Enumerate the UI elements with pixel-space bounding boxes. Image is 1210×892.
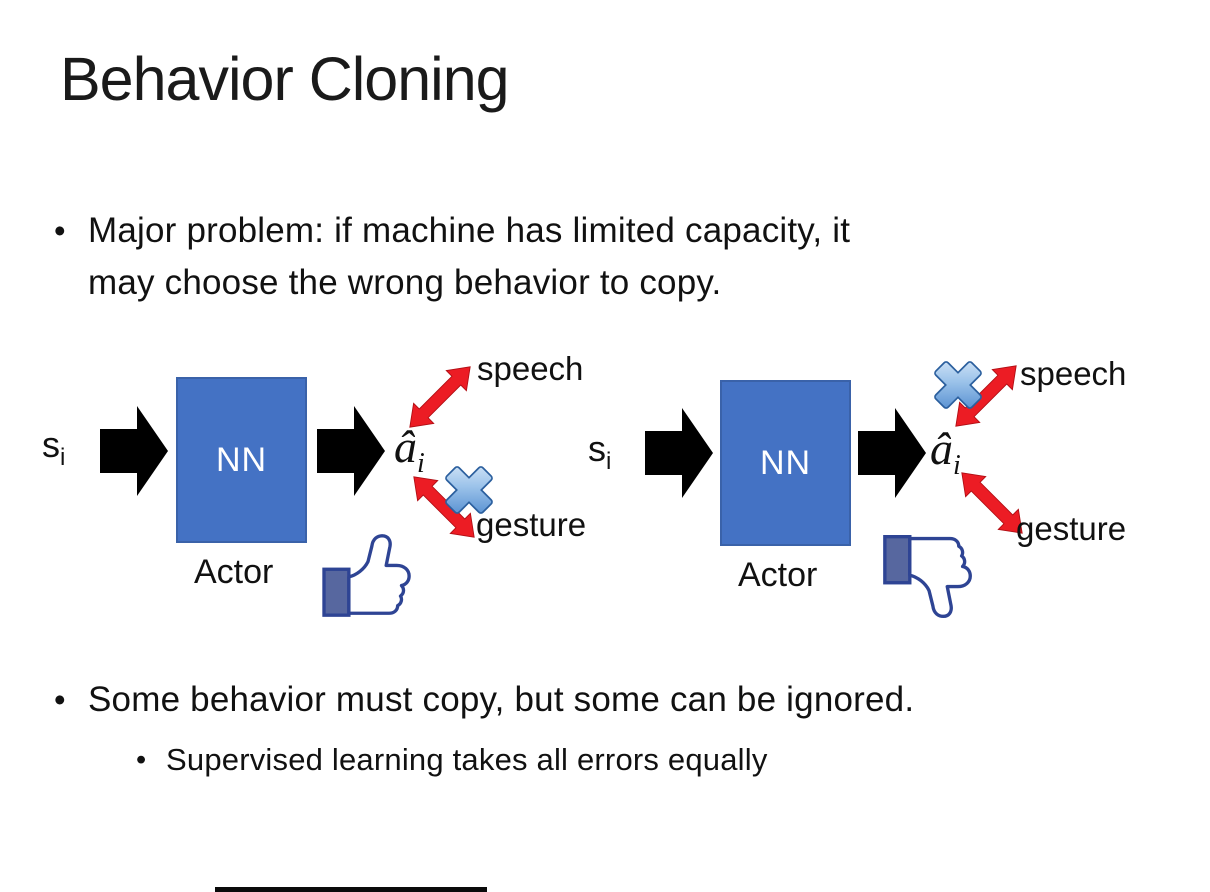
bullet-some-behavior-text: Some behavior must copy, but some can be…: [88, 680, 915, 719]
left-gesture-label: gesture: [476, 506, 587, 543]
right-input-s: s: [588, 428, 606, 469]
bullet-line-2: may choose the wrong behavior to copy.: [88, 263, 722, 302]
right-actor-label: Actor: [738, 556, 818, 594]
left-nn-label: NN: [215, 440, 268, 479]
left-input-sub: i: [60, 444, 66, 472]
left-output-arrow-icon: [317, 406, 385, 496]
right-nn-box: NN: [720, 380, 851, 546]
left-input-label: si: [42, 424, 65, 472]
right-output-a-hat: â: [930, 423, 953, 474]
right-speech-double-arrow-icon: [955, 365, 1017, 427]
right-output-label: âi: [930, 422, 961, 482]
right-cross-out-icon: [934, 361, 982, 409]
left-actor-label: Actor: [194, 553, 274, 591]
thumbs-up-icon: [322, 534, 411, 617]
left-gesture-double-arrow-icon: [413, 476, 475, 538]
page-title: Behavior Cloning: [60, 45, 510, 113]
left-input-arrow-icon: [100, 406, 168, 496]
bullet-major-problem-text: Major problem: if machine has limited ca…: [88, 205, 850, 309]
right-input-arrow-icon: [645, 408, 713, 498]
bullet-marker: •: [136, 744, 147, 776]
sub-bullet-supervised: • Supervised learning takes all errors e…: [136, 736, 1136, 784]
left-output-label: âi: [394, 420, 425, 480]
left-speech-double-arrow-icon: [409, 366, 471, 428]
right-input-sub: i: [606, 448, 612, 476]
left-input-s: s: [42, 424, 60, 465]
left-output-a-hat: â: [394, 421, 417, 472]
right-input-label: si: [588, 428, 611, 476]
thumbs-down-icon: [883, 535, 972, 619]
left-output-sub: i: [417, 448, 425, 480]
right-gesture-label: gesture: [1016, 510, 1127, 547]
bullet-line-1: Major problem: if machine has limited ca…: [88, 211, 851, 250]
bottom-edge-line: [215, 887, 487, 892]
bullet-marker: •: [54, 681, 66, 718]
bullet-some-behavior: • Some behavior must copy, but some can …: [54, 674, 1174, 726]
right-speech-label: speech: [1020, 355, 1127, 392]
bullet-major-problem: • Major problem: if machine has limited …: [54, 205, 1104, 309]
left-cross-out-icon: [445, 466, 493, 514]
bullet-marker: •: [54, 212, 66, 249]
right-output-sub: i: [953, 450, 961, 482]
sub-bullet-supervised-text: Supervised learning takes all errors equ…: [166, 742, 768, 777]
left-nn-box: NN: [176, 377, 307, 543]
right-output-arrow-icon: [858, 408, 926, 498]
right-gesture-double-arrow-icon: [961, 472, 1023, 534]
left-speech-label: speech: [477, 350, 584, 387]
right-nn-label: NN: [759, 443, 812, 482]
